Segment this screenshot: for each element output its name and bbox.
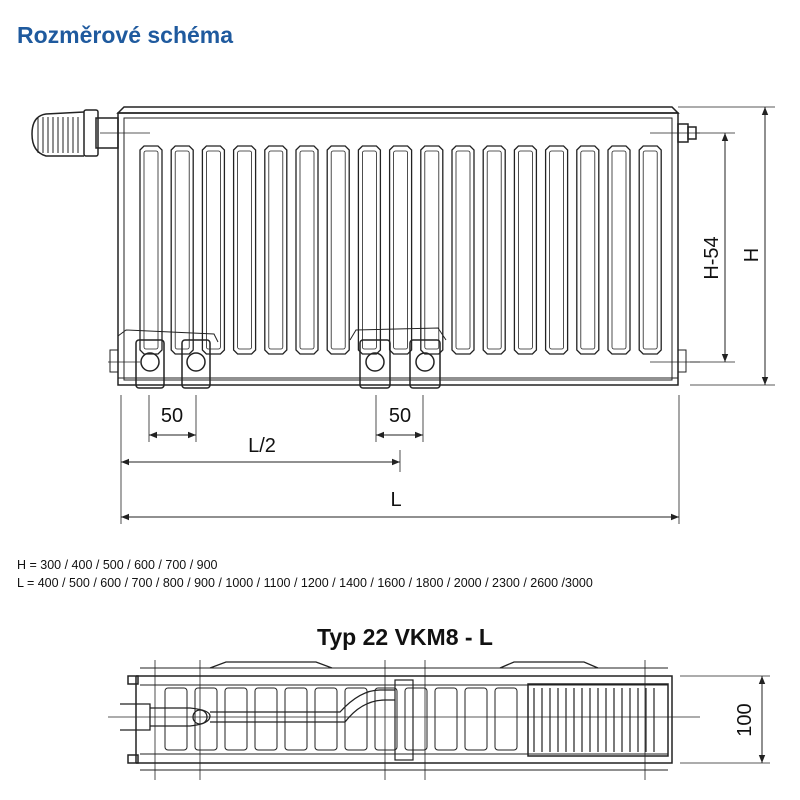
top-fin [314, 687, 338, 751]
panel-channel-inner [486, 150, 502, 350]
panel-channel [607, 145, 631, 355]
panel-channel-inner [424, 150, 440, 350]
length-label: L [390, 489, 401, 511]
half-length-label: L/2 [248, 435, 276, 457]
lengths-spec: L = 400 / 500 / 600 / 700 / 800 / 900 / … [17, 576, 593, 590]
panel-channel [201, 145, 226, 355]
left-spacing-label: 50 [161, 405, 183, 427]
panel-channel-inner [330, 150, 346, 350]
page-title: Rozměrové schéma [17, 22, 234, 48]
panel-channel-inner [393, 150, 409, 350]
radiator-top-view [108, 660, 700, 780]
panel-channel-inner [361, 150, 377, 350]
panel-channel-inner [642, 150, 658, 350]
panel-channel [451, 145, 475, 355]
panel-channel-inner [268, 150, 284, 350]
panel-channel-inner [299, 150, 315, 350]
panel-channel [576, 145, 600, 355]
panel-channel [170, 145, 194, 355]
panel-channel [357, 145, 382, 355]
top-fin [374, 687, 398, 751]
top-fin [494, 687, 518, 751]
top-fin [224, 687, 248, 751]
panel-channel [264, 145, 288, 355]
panel-channel [544, 145, 569, 355]
panel-channel [388, 145, 413, 355]
top-fin [164, 687, 188, 751]
heights-spec: H = 300 / 400 / 500 / 600 / 700 / 900 [17, 558, 218, 572]
top-fin [404, 687, 428, 751]
bottom-valve-left [117, 329, 219, 389]
panel-channel-inner [237, 150, 253, 350]
panel-channel [513, 145, 538, 355]
top-view-fins [164, 687, 655, 752]
panel-channel-inner [174, 150, 190, 350]
top-fin [284, 687, 308, 751]
bottom-valve-center [349, 327, 447, 389]
panel-channel-inner [580, 150, 596, 350]
top-fin [344, 687, 368, 751]
top-fin [464, 687, 488, 751]
length-dimensions: 50 50 L/2 L [120, 395, 680, 524]
radiator-front-view [31, 106, 700, 389]
top-fin [194, 687, 218, 751]
panel-channel [326, 145, 350, 355]
type-label: Typ 22 VKM8 - L [317, 624, 493, 650]
height-dimensions: H-54 H [678, 106, 775, 386]
panel-channels [139, 145, 662, 355]
top-fin [434, 687, 458, 751]
panel-channel-inner [455, 150, 471, 350]
panel-channel [232, 145, 257, 355]
panel-channel [139, 145, 163, 355]
panel-channel-inner [611, 150, 627, 350]
height-label: H [741, 248, 763, 262]
panel-channel [295, 145, 319, 355]
depth-dimension: 100 [680, 675, 770, 764]
panel-channel [638, 145, 662, 355]
panel-channel-inner [518, 150, 533, 350]
panel-channel-inner [143, 150, 159, 350]
panel-channel-inner [205, 150, 221, 350]
panel-channel-inner [549, 150, 564, 350]
dimension-specs: H = 300 / 400 / 500 / 600 / 700 / 900 L … [17, 556, 593, 592]
center-spacing-label: 50 [389, 405, 411, 427]
top-fin [254, 687, 278, 751]
inner-height-label: H-54 [701, 236, 723, 279]
panel-channel [420, 145, 444, 355]
panel-channel [482, 145, 506, 355]
depth-label: 100 [734, 703, 756, 736]
